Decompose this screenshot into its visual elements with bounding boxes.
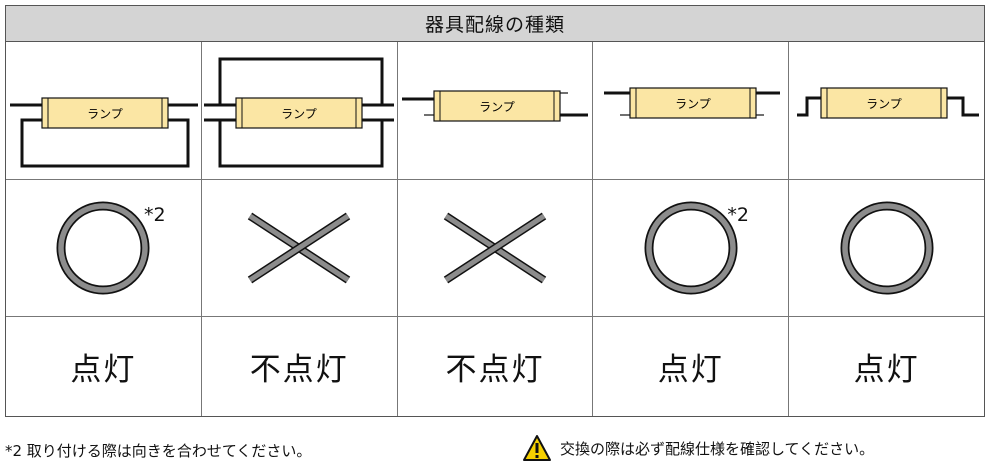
circle-icon [840,201,934,295]
wiring-diagram-4: ランプ [603,87,780,119]
cross-icon [443,212,547,284]
diagram-cell-1: ランプ [6,42,202,179]
wiring-diagram-2: ランプ [204,57,395,168]
lamp-label: ランプ [866,97,902,111]
table-title: 器具配線の種類 [6,6,984,42]
status-cell-3: 不点灯 [398,317,594,416]
footnote: *2 取り付ける際は向きを合わせてください。 [5,442,312,460]
warning-note: 交換の際は必ず配線仕様を確認してください。 [522,434,874,462]
mark-cell-2 [202,180,398,316]
diagram-cell-4: ランプ [593,42,790,179]
diagram-cell-5: ランプ [789,42,984,179]
mark-cell-1: *2 [6,180,202,316]
warning-triangle-icon [523,435,551,461]
note-mark: *2 [727,204,749,226]
mark-cell-4: *2 [593,180,790,316]
wiring-diagram-3: ランプ [401,90,588,122]
status-cell-5: 点灯 [789,317,984,416]
status-cell-1: 点灯 [6,317,202,416]
status-cell-4: 点灯 [593,317,790,416]
lamp-label: ランプ [281,107,317,121]
wiring-types-table: 器具配線の種類 ランプ [5,5,985,417]
warning-text: 交換の際は必ず配線仕様を確認してください。 [560,439,875,458]
lamp-label: ランプ [675,97,711,111]
circle-icon [56,201,150,295]
cross-icon [248,212,351,284]
status-row: 点灯 不点灯 不点灯 点灯 点灯 [6,317,984,416]
status-text: 不点灯 [445,352,545,388]
mark-row: *2 *2 [6,180,984,317]
diagram-row: ランプ ランプ [6,42,984,180]
mark-cell-5 [789,180,984,316]
mark-cell-3 [398,180,594,316]
circle-icon [644,201,738,295]
lamp-label: ランプ [88,107,124,121]
status-text: 点灯 [70,352,137,388]
note-mark: *2 [144,204,166,226]
status-text: 点灯 [657,352,724,388]
diagram-cell-3: ランプ [398,42,594,179]
wiring-diagram-1: ランプ [10,97,199,168]
status-cell-2: 不点灯 [202,317,398,416]
diagram-cell-2: ランプ [202,42,398,179]
status-text: 点灯 [853,352,920,388]
wiring-diagram-5: ランプ [796,87,979,119]
status-text: 不点灯 [249,352,349,388]
lamp-label: ランプ [479,100,515,114]
